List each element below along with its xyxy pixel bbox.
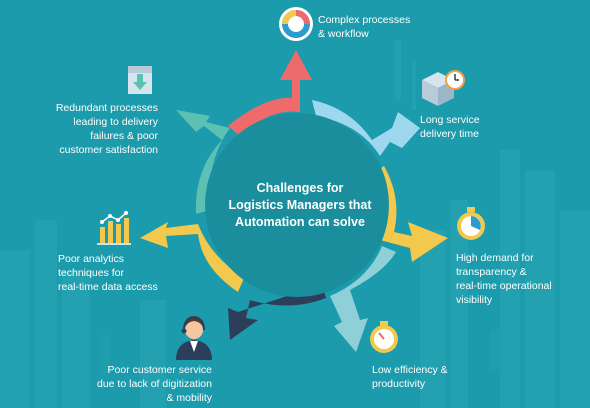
label-poor-service: Poor customer service due to lack of dig… — [97, 364, 212, 404]
stopwatch-icon — [370, 321, 398, 353]
support-agent-icon — [176, 316, 212, 360]
label-low-efficiency: Low efficiency & productivity — [372, 364, 448, 390]
arrow-long-service — [312, 100, 420, 156]
cycle-chart-icon — [279, 7, 313, 41]
label-complex-processes: Complex processes & workflow — [318, 14, 411, 40]
hub-circle — [205, 113, 389, 297]
box-clock-icon — [422, 70, 465, 106]
download-box-icon — [128, 66, 152, 94]
label-redundant: Redundant processes leading to delivery … — [55, 102, 158, 156]
arrow-low-efficiency — [330, 246, 396, 352]
arrow-redundant — [176, 110, 230, 214]
arrow-complex-processes — [228, 50, 312, 136]
arrow-poor-analytics — [140, 222, 244, 292]
arrow-high-demand — [372, 166, 448, 262]
arrow-poor-service — [228, 284, 326, 340]
stopwatch-icon — [457, 207, 485, 240]
bar-chart-icon — [97, 211, 131, 245]
label-high-demand: High demand for transparency & real-time… — [456, 252, 552, 306]
label-long-service: Long service delivery time — [420, 114, 480, 140]
center-title: Challenges for Logistics Managers that A… — [228, 181, 372, 229]
label-poor-analytics: Poor analytics techniques for real-time … — [58, 253, 158, 293]
